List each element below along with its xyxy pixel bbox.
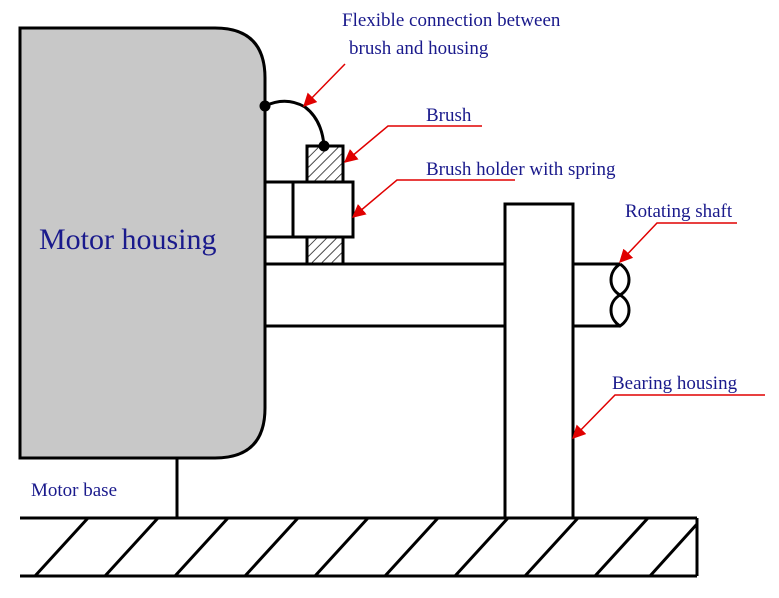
flexible-connection-label-line2: brush and housing	[349, 38, 489, 59]
bearing-housing-label: Bearing housing	[612, 373, 738, 394]
flexible-connection-label-line1: Flexible connection between	[342, 10, 561, 31]
rotating-shaft-label: Rotating shaft	[625, 201, 733, 222]
brush-lower	[305, 235, 345, 266]
motor-base-label: Motor base	[31, 480, 117, 501]
flexible-connection-wire	[259, 99, 330, 152]
motor-housing	[18, 26, 267, 460]
brush-holder	[263, 180, 355, 239]
motor-housing-label: Motor housing	[39, 223, 217, 256]
brush-holder-label: Brush holder with spring	[426, 159, 616, 180]
bearing-housing	[503, 202, 575, 520]
leader-lines	[303, 63, 765, 439]
rotating-shaft	[265, 262, 631, 328]
brush-label: Brush	[426, 105, 472, 126]
ground-foundation	[20, 516, 699, 578]
